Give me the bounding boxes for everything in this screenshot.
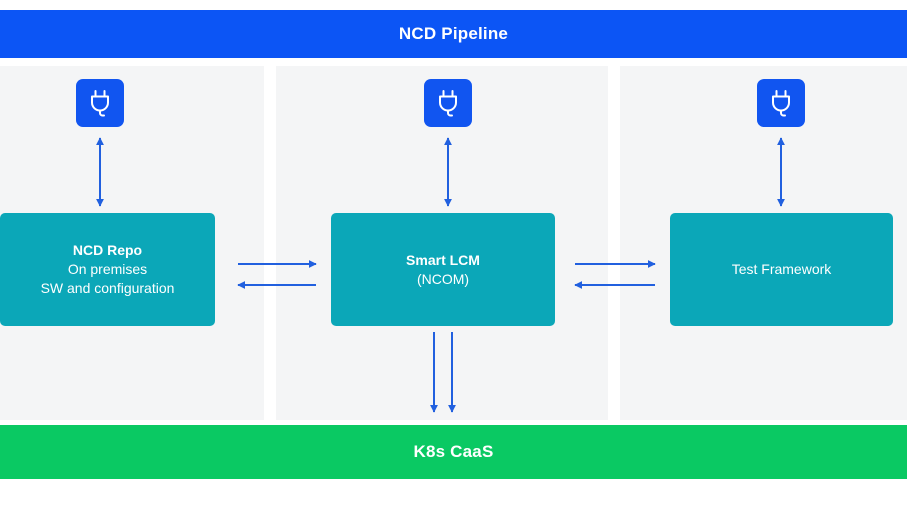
node-ncd-repo-line2: On premises — [67, 261, 148, 278]
plug-icon — [439, 90, 457, 117]
plug-icon — [91, 90, 109, 117]
footer-bar-k8s-caas: K8s CaaS — [0, 425, 907, 479]
node-test-framework[interactable]: Test Framework — [670, 213, 893, 326]
node-ncd-repo[interactable]: NCD Repo On premises SW and configuratio… — [0, 213, 215, 326]
node-smart-lcm[interactable]: Smart LCM (NCOM) — [331, 213, 555, 326]
node-ncd-repo-line3: SW and configuration — [40, 279, 175, 296]
node-smart-lcm-title: Smart LCM — [406, 251, 480, 268]
bottom-whitespace — [0, 479, 907, 510]
footer-label: K8s CaaS — [413, 442, 494, 461]
node-ncd-repo-title: NCD Repo — [72, 242, 143, 259]
plug-icon-right-tile[interactable] — [757, 79, 805, 127]
plug-icon-left-tile[interactable] — [76, 79, 124, 127]
node-test-framework-title: Test Framework — [731, 261, 832, 278]
header-bar-ncd-pipeline: NCD Pipeline — [0, 10, 907, 58]
plug-icon — [772, 90, 790, 117]
plug-icon-middle-tile[interactable] — [424, 79, 472, 127]
node-smart-lcm-line2: (NCOM) — [416, 270, 470, 287]
header-label: NCD Pipeline — [398, 24, 509, 43]
